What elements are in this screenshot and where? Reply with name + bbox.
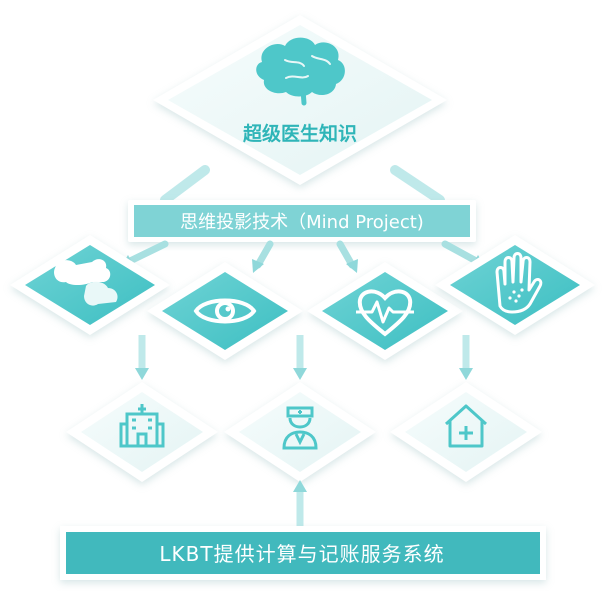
top-node: 超级医生知识 [153,15,447,185]
bone-joint-icon [54,259,118,306]
upper-node-hand [435,235,595,335]
lkbt-bar: LKBT提供计算与记账服务系统 [60,526,546,580]
brain-icon [256,37,345,106]
top-connectors [160,165,445,205]
upper-node-eye [147,262,303,360]
lower-node-doctor [224,382,376,482]
bottom-bar-label: LKBT提供计算与记账服务系统 [159,542,444,566]
lower-node-hospital [66,382,218,482]
home-health-icon [444,404,488,448]
top-node-label: 超级医生知识 [242,122,357,145]
heart-pulse-icon [356,289,414,337]
upper-node-joint [10,235,170,335]
banner-arrows [120,240,486,273]
hospital-icon [119,404,165,448]
mind-project-banner: 思维投影技术（Mind Project) [128,200,476,242]
upper-node-heart [307,262,463,360]
banner-label: 思维投影技术（Mind Project) [180,212,424,233]
hand-icon [495,252,543,314]
bottom-arrow [293,480,307,528]
doctor-icon [282,406,318,450]
eye-icon [193,298,257,324]
tier-arrows [135,335,473,380]
lower-node-home [390,382,542,482]
